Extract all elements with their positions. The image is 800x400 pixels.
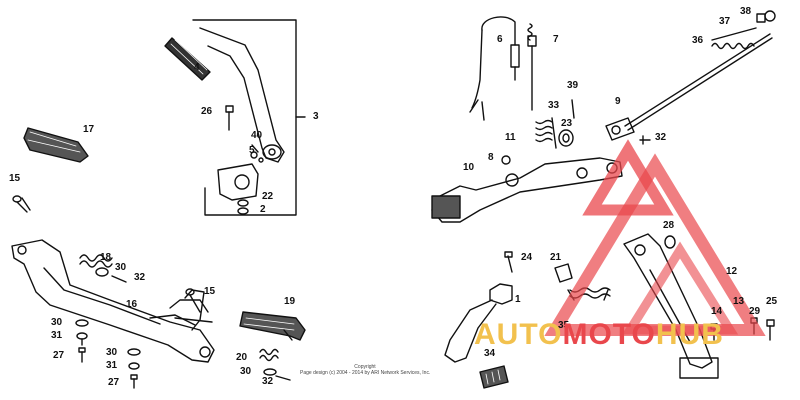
adjuster-nut-38 [764,10,776,22]
footpeg-bar-16 [11,239,215,363]
callout-34: 34 [484,348,496,359]
pin-39 [571,99,575,119]
callout-9: 9 [615,96,621,107]
callout-4: 4 [194,62,200,73]
washers-22-2 [237,199,249,215]
callout-35: 35 [558,320,570,331]
callout-29: 29 [749,306,761,317]
callout-15-left: 15 [9,173,21,184]
callout-26: 26 [201,106,213,117]
footpeg-bracket-arm [174,289,213,331]
callout-3: 3 [313,111,319,122]
adjuster-nut-37 [756,13,766,23]
bolt-25 [766,319,775,341]
watermark-logo-triangles [544,139,766,336]
callout-31-left: 31 [51,330,63,341]
kick-pinch-block [217,163,259,201]
callout-30-top: 30 [115,262,127,273]
callout-32-top: 32 [134,272,146,283]
callout-6: 6 [497,34,503,45]
fastener-stack-left [75,319,89,363]
watermark-part-1: AUTO [474,318,563,351]
fastener-stack-middle [127,348,141,389]
callout-12: 12 [726,266,738,277]
callout-30-middle: 30 [106,347,118,358]
pin-32-right [639,135,651,145]
copyright-line-1: Copyright [354,364,376,370]
pin-15-right [185,288,201,313]
brake-rod-9 [605,33,773,141]
callout-37: 37 [719,16,731,27]
callout-22: 22 [262,191,274,202]
spring-36 [711,27,757,50]
callout-17: 17 [83,124,95,135]
spring-20 [259,348,291,381]
callout-30-right: 30 [240,366,252,377]
pin-15-left [12,195,31,213]
callout-38: 38 [740,6,752,17]
callout-14: 14 [711,306,723,317]
footpeg-17 [23,127,89,163]
nut-28 [664,235,676,249]
stopper-21 [554,263,573,283]
callout-23: 23 [561,118,573,129]
callout-20: 20 [236,352,248,363]
callout-27-middle: 27 [108,377,120,388]
shift-arm-1 [444,283,513,363]
callout-33: 33 [548,100,560,111]
watermark-part-3: HUB [655,318,724,351]
kick-starter-bracket [192,19,306,216]
callout-36: 36 [692,35,704,46]
callout-10: 10 [463,162,475,173]
callout-30-left: 30 [51,317,63,328]
callout-13: 13 [733,296,745,307]
kick-small-parts [250,144,264,163]
switch-7 [527,23,537,111]
callout-32-bottom: 32 [262,376,274,387]
callout-28: 28 [663,220,675,231]
callout-8: 8 [488,152,494,163]
copyright-line-2: Page design (c) 2004 - 2014 by ARI Netwo… [300,370,431,376]
callout-5: 5 [249,145,255,156]
callout-16: 16 [126,299,138,310]
collar-23 [558,129,574,147]
callout-24: 24 [521,252,533,263]
bolt-26 [225,105,234,131]
callout-11: 11 [505,132,516,143]
callout-21: 21 [550,252,562,263]
callout-27-left: 27 [53,350,65,361]
copyright-notice: Copyright Page design (c) 2004 - 2014 by… [300,364,430,376]
shift-rubber-34 [479,365,509,389]
kick-starter-arm [199,27,285,163]
washer-30-top [95,267,127,283]
callout-40: 40 [251,130,263,141]
callout-39: 39 [567,80,579,91]
watermark-brand-text: AUTOMOTOHUB [474,320,724,350]
callout-32-right: 32 [655,132,667,143]
callout-1: 1 [515,294,521,305]
callout-2: 2 [260,204,266,215]
callout-19: 19 [284,296,296,307]
callout-31-middle: 31 [106,360,118,371]
footpeg-19 [239,311,306,341]
cable-6 [469,16,520,121]
callout-18: 18 [100,252,112,263]
watermark-part-2: MOTO [562,318,656,351]
callout-7: 7 [553,34,559,45]
spring-18 [79,254,113,268]
spring-11 [535,117,557,149]
callout-15-right: 15 [204,286,216,297]
nut-8 [501,155,511,165]
pin-24 [504,251,513,273]
kick-starter-grip [164,37,211,81]
callout-25: 25 [766,296,778,307]
